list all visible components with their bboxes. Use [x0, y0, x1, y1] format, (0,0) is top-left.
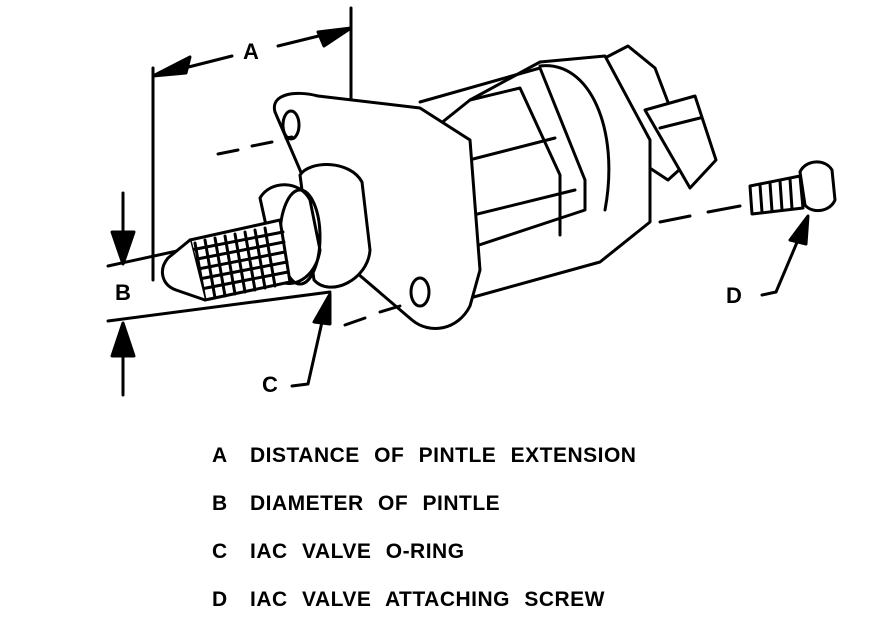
iac-valve-diagram: [106, 6, 837, 397]
legend-text: DISTANCE OF PINTLE EXTENSION: [250, 444, 637, 467]
legend-text: IAC VALVE ATTACHING SCREW: [250, 588, 605, 611]
dimension-b-lines: [106, 191, 332, 397]
legend-key: D: [212, 588, 228, 611]
callout-a: A: [243, 39, 259, 64]
leader-c: [290, 292, 332, 388]
mounting-flange: [216, 91, 482, 330]
legend-item: C IAC VALVE O-RING: [212, 528, 812, 576]
attaching-screw: [658, 160, 837, 224]
legend-text: DIAMETER OF PINTLE: [250, 492, 501, 515]
legend-item: A DISTANCE OF PINTLE EXTENSION: [212, 432, 812, 480]
dimension-a-lines: [151, 6, 353, 282]
callout-c: C: [262, 372, 278, 397]
callout-b: B: [115, 280, 131, 305]
legend-key: A: [212, 444, 228, 467]
legend: A DISTANCE OF PINTLE EXTENSION B DIAMETE…: [212, 432, 812, 624]
callout-d: D: [726, 283, 742, 308]
legend-item: B DIAMETER OF PINTLE: [212, 480, 812, 528]
legend-key: C: [212, 540, 228, 563]
pintle: [160, 218, 292, 302]
legend-text: IAC VALVE O-RING: [250, 540, 465, 563]
legend-key: B: [212, 492, 228, 515]
leader-d: [760, 214, 810, 297]
legend-item: D IAC VALVE ATTACHING SCREW: [212, 576, 812, 624]
